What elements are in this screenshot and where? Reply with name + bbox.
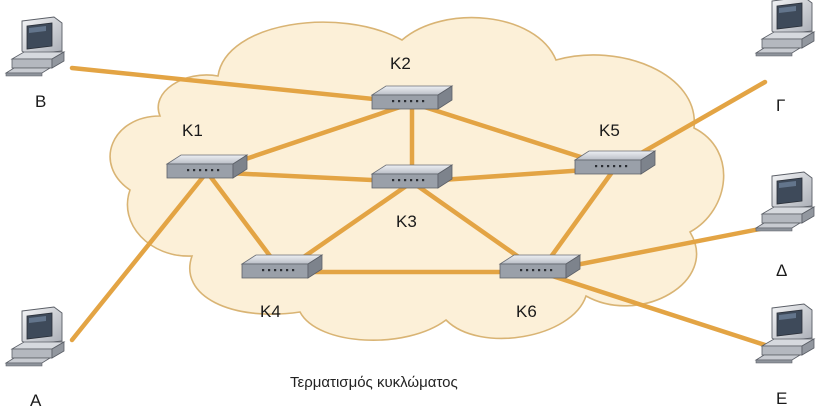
switch-k5 xyxy=(574,150,656,175)
switch-label-k3: K3 xyxy=(396,212,417,231)
switch-k3 xyxy=(371,164,453,189)
diagram-caption: Τερματισμός κυκλώματος xyxy=(290,374,458,391)
computer-g-icon xyxy=(755,0,815,57)
computer-e-icon xyxy=(755,303,815,364)
host-label-e: E xyxy=(776,389,788,408)
switch-k2 xyxy=(371,85,453,110)
computer-b-icon xyxy=(5,16,65,77)
computer-d-icon xyxy=(755,171,815,232)
switch-label-k5: K5 xyxy=(599,121,620,140)
switch-label-k2: K2 xyxy=(390,54,411,73)
host-label-b: B xyxy=(35,92,47,111)
host-label-a: A xyxy=(30,391,42,410)
link-e-k6 xyxy=(537,269,768,348)
computer-a-icon xyxy=(5,306,65,367)
switch-label-k4: K4 xyxy=(260,302,281,321)
switch-label-k6: K6 xyxy=(516,302,537,321)
host-label-g: Γ xyxy=(776,96,786,115)
switch-k1 xyxy=(166,154,248,179)
switch-k6 xyxy=(499,254,581,279)
link-b-k2 xyxy=(69,65,415,106)
link-a-k1 xyxy=(69,169,210,343)
switch-label-k1: K1 xyxy=(182,121,203,140)
switch-k4 xyxy=(241,254,323,279)
host-label-d: Δ xyxy=(776,261,788,280)
